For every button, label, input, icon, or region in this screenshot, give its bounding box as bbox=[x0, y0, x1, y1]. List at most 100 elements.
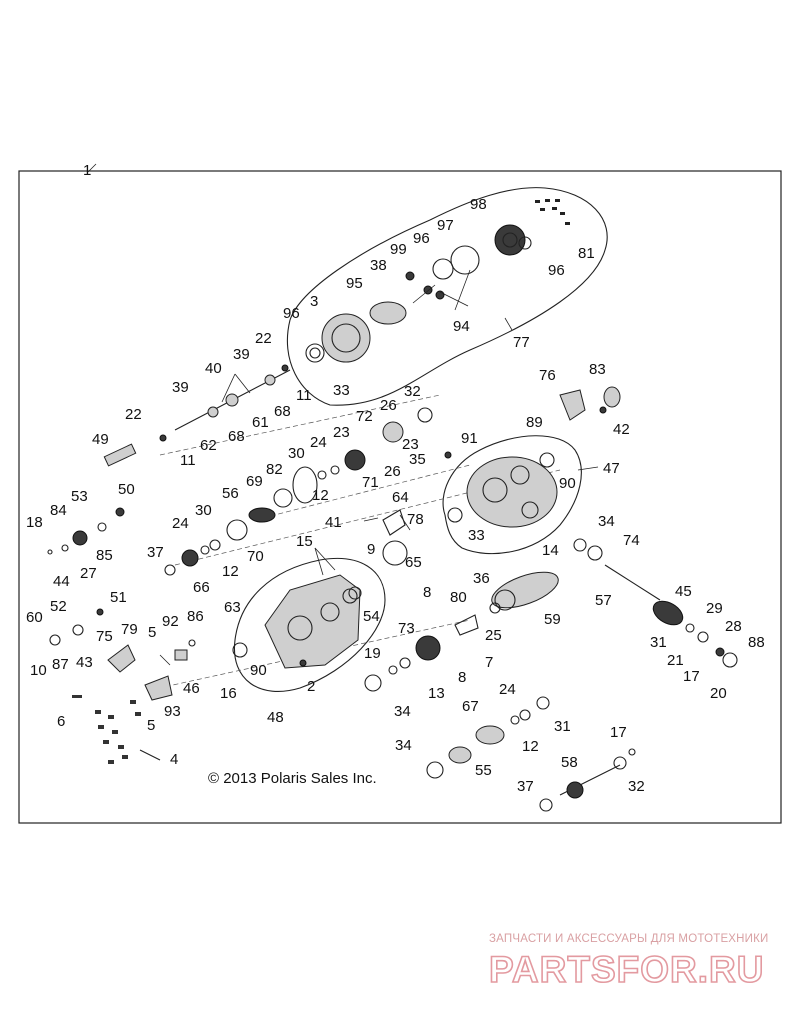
callout: 67 bbox=[462, 698, 479, 715]
callout: 47 bbox=[603, 460, 620, 477]
callout: 39 bbox=[172, 379, 189, 396]
callout: 61 bbox=[252, 414, 269, 431]
callout: 40 bbox=[205, 360, 222, 377]
callout: 93 bbox=[164, 703, 181, 720]
callout: 43 bbox=[76, 654, 93, 671]
shift-shaft-parts bbox=[103, 364, 291, 467]
callout: 52 bbox=[50, 598, 67, 615]
callout: 32 bbox=[404, 383, 421, 400]
callout: 44 bbox=[53, 573, 70, 590]
callout: 33 bbox=[468, 527, 485, 544]
callout: 96 bbox=[283, 305, 300, 322]
callout: 62 bbox=[200, 437, 217, 454]
callout: 18 bbox=[26, 514, 43, 531]
callout: 31 bbox=[650, 634, 667, 651]
callout: 54 bbox=[363, 608, 380, 625]
callout: 29 bbox=[706, 600, 723, 617]
callout: 45 bbox=[675, 583, 692, 600]
callout: 57 bbox=[595, 592, 612, 609]
callout: 90 bbox=[250, 662, 267, 679]
callout: 12 bbox=[522, 738, 539, 755]
callout: 53 bbox=[71, 488, 88, 505]
callout: 48 bbox=[267, 709, 284, 726]
callout: 16 bbox=[220, 685, 237, 702]
callout: 96 bbox=[413, 230, 430, 247]
callout: 64 bbox=[392, 489, 409, 506]
callout: 90 bbox=[559, 475, 576, 492]
callout: 80 bbox=[450, 589, 467, 606]
callout: 8 bbox=[423, 584, 431, 601]
callout: 9 bbox=[367, 541, 375, 558]
callout: 17 bbox=[683, 668, 700, 685]
callout: 24 bbox=[310, 434, 327, 451]
callout-labels: 1 98 81 96 97 99 38 96 95 3 96 33 94 77 … bbox=[26, 162, 765, 795]
callout: 72 bbox=[356, 408, 373, 425]
group-outline-47 bbox=[442, 435, 582, 555]
callout: 27 bbox=[80, 565, 97, 582]
callout: 68 bbox=[228, 428, 245, 445]
callout: 84 bbox=[50, 502, 67, 519]
watermark-caption: ЗАПЧАСТИ И АКСЕССУАРЫ ДЛЯ МОТОТЕХНИКИ bbox=[489, 933, 769, 945]
callout: 17 bbox=[610, 724, 627, 741]
callout: 74 bbox=[623, 532, 640, 549]
callout: 60 bbox=[26, 609, 43, 626]
callout: 20 bbox=[710, 685, 727, 702]
callout: 36 bbox=[473, 570, 490, 587]
leader-lines bbox=[159, 269, 599, 666]
left-housing bbox=[232, 574, 361, 669]
right-housing bbox=[444, 451, 558, 528]
callout: 13 bbox=[428, 685, 445, 702]
callout: 38 bbox=[370, 257, 387, 274]
callout: 2 bbox=[307, 678, 315, 695]
callout: 26 bbox=[380, 397, 397, 414]
callout: 49 bbox=[92, 431, 109, 448]
callout: 69 bbox=[246, 473, 263, 490]
callout: 41 bbox=[325, 514, 342, 531]
callout: 14 bbox=[542, 542, 559, 559]
copyright-text: © 2013 Polaris Sales Inc. bbox=[208, 770, 377, 787]
group-outline-48 bbox=[233, 557, 386, 692]
upper-gear-assembly bbox=[305, 199, 570, 363]
callout: 59 bbox=[544, 611, 561, 628]
callout: 51 bbox=[110, 589, 127, 606]
callout: 65 bbox=[405, 554, 422, 571]
callout: 78 bbox=[407, 511, 424, 528]
callout: 19 bbox=[364, 645, 381, 662]
callout: 6 bbox=[57, 713, 65, 730]
callout: 3 bbox=[310, 293, 318, 310]
callout: 22 bbox=[255, 330, 272, 347]
callout: 11 bbox=[296, 387, 312, 404]
callout: 56 bbox=[222, 485, 239, 502]
callout: 79 bbox=[121, 621, 138, 638]
callout: 66 bbox=[193, 579, 210, 596]
callout: 94 bbox=[453, 318, 470, 335]
callout: 7 bbox=[485, 654, 493, 671]
callout: 23 bbox=[333, 424, 350, 441]
callout: 58 bbox=[561, 754, 578, 771]
callout: 24 bbox=[172, 515, 189, 532]
callout: 12 bbox=[312, 487, 329, 504]
callout: 71 bbox=[362, 474, 379, 491]
callout: 99 bbox=[390, 241, 407, 258]
callout: 81 bbox=[578, 245, 595, 262]
callout: 75 bbox=[96, 628, 113, 645]
callout: 73 bbox=[398, 620, 415, 637]
callout: 21 bbox=[667, 652, 684, 669]
callout: 39 bbox=[233, 346, 250, 363]
callout: 37 bbox=[517, 778, 534, 795]
callout: 4 bbox=[170, 751, 178, 768]
callout: 31 bbox=[554, 718, 571, 735]
callout: 95 bbox=[346, 275, 363, 292]
callout: 23 bbox=[402, 436, 419, 453]
callout: 34 bbox=[598, 513, 615, 530]
callout: 25 bbox=[485, 627, 502, 644]
callout: 50 bbox=[118, 481, 135, 498]
callout: 97 bbox=[437, 217, 454, 234]
right-side-parts bbox=[348, 386, 621, 636]
left-side-parts bbox=[47, 507, 196, 764]
callout: 68 bbox=[274, 403, 291, 420]
callout: 88 bbox=[748, 634, 765, 651]
callout: 70 bbox=[247, 548, 264, 565]
diagram-frame bbox=[18, 170, 782, 824]
